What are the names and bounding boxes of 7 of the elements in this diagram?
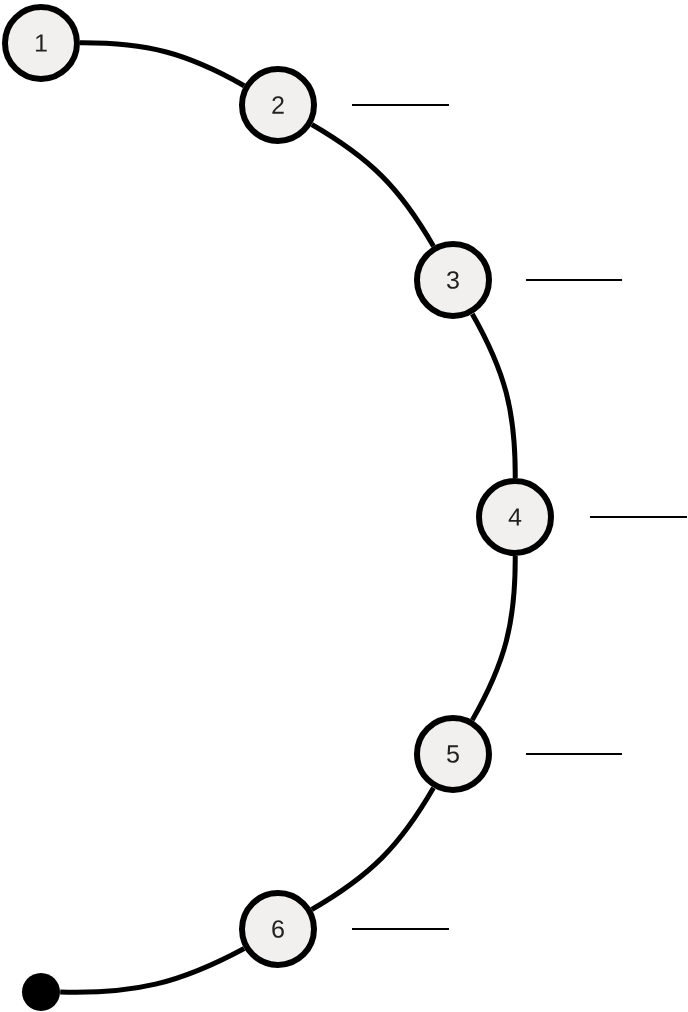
end-dot xyxy=(22,973,60,1011)
connector xyxy=(310,122,436,248)
connector xyxy=(310,786,436,912)
connector xyxy=(60,946,246,995)
connector xyxy=(470,312,518,479)
connector xyxy=(80,40,246,88)
connector xyxy=(470,556,518,722)
